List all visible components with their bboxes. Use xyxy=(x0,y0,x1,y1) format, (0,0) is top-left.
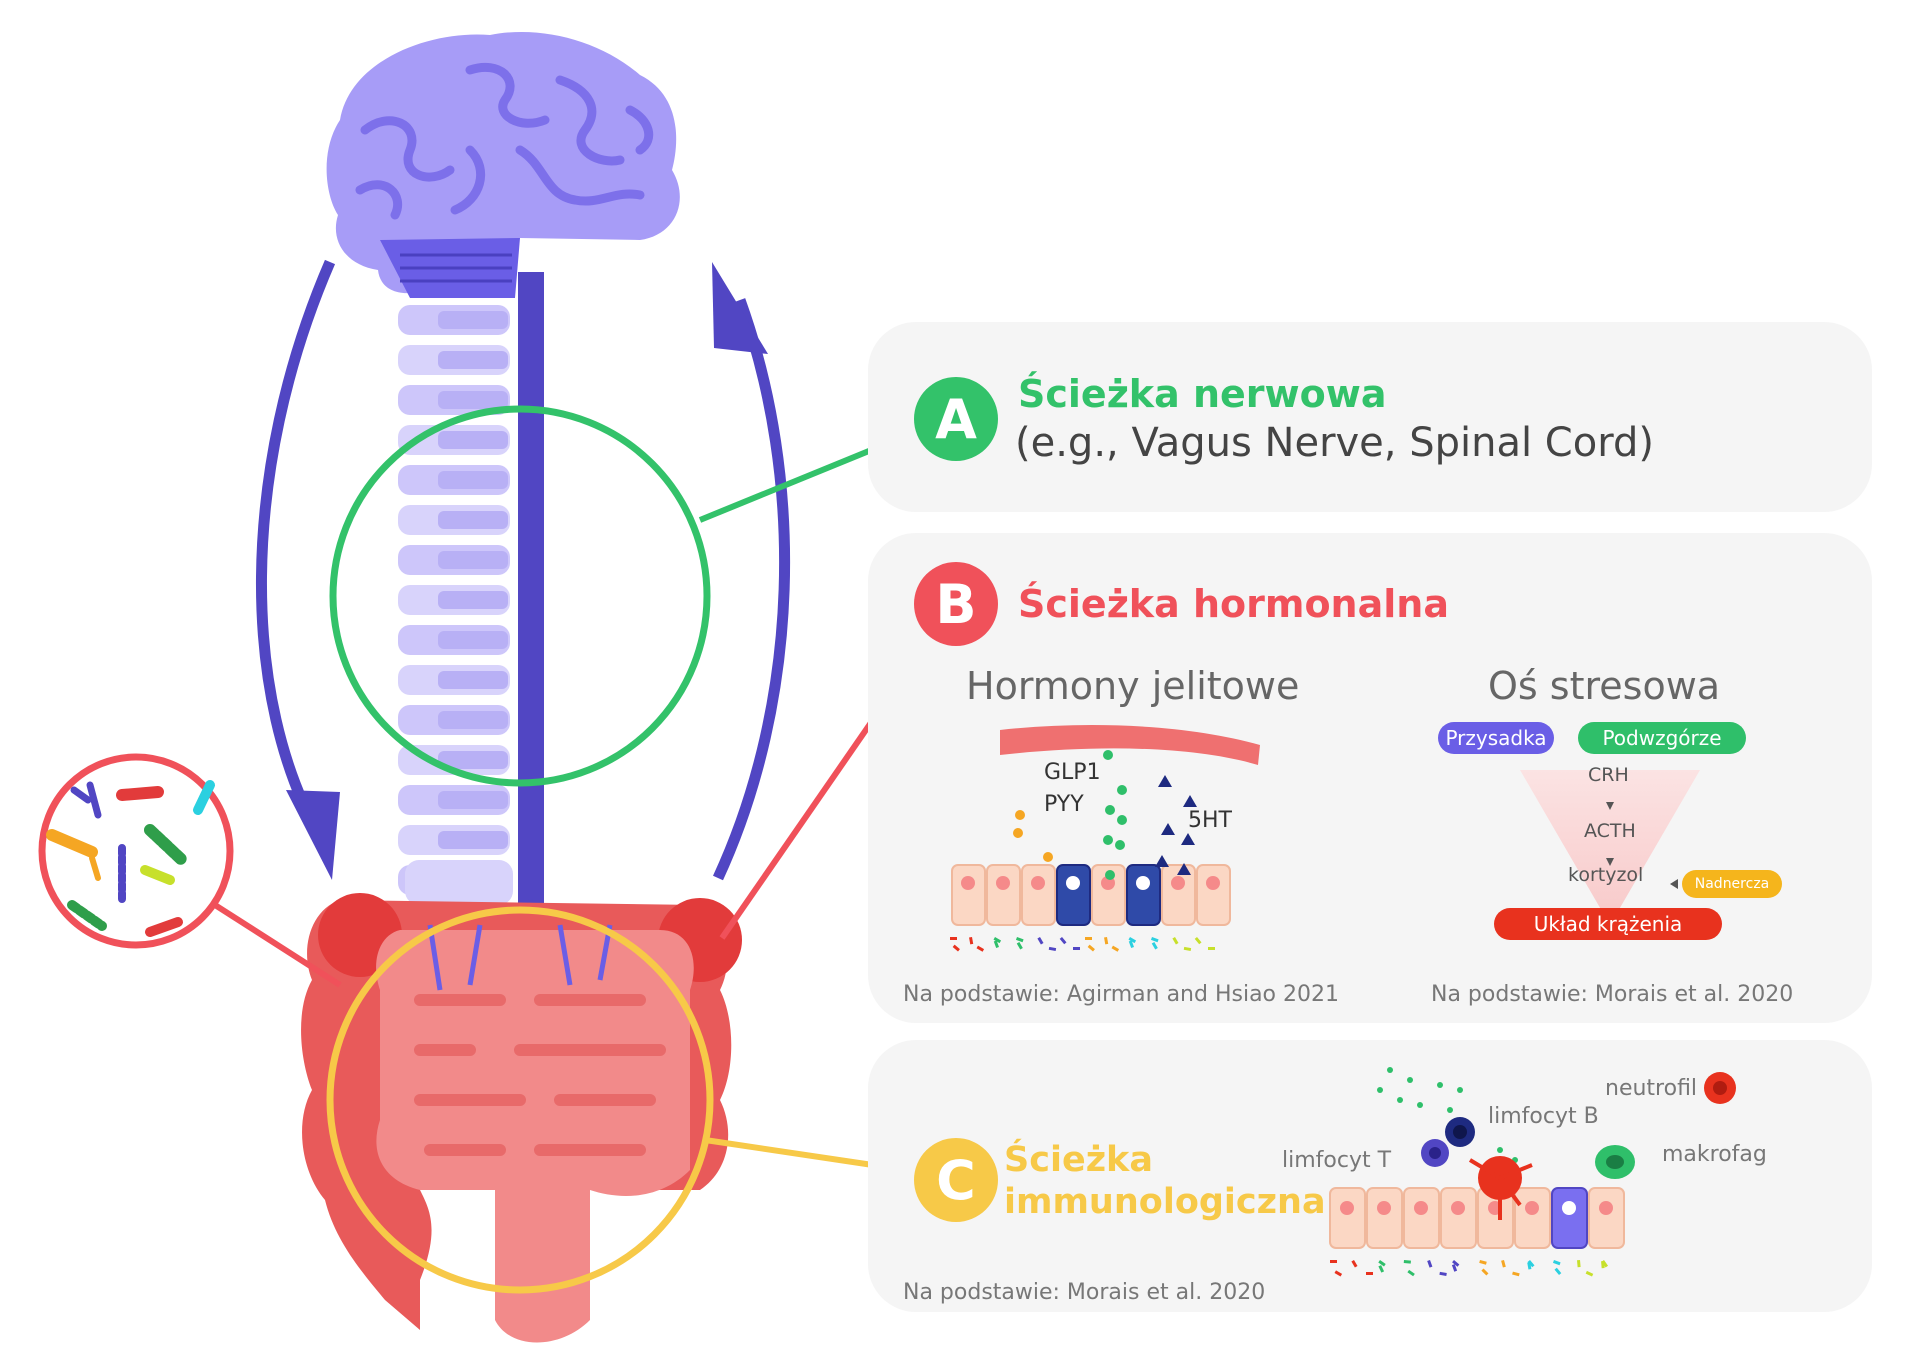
immune-pathway-title-line1: Ścieżka xyxy=(1004,1140,1153,1180)
microbiome-circle xyxy=(38,753,234,949)
immune-cells-illustration xyxy=(1329,1067,1736,1277)
hormone-label-pyy: PYY xyxy=(1044,792,1084,817)
gut-hormones-source: Na podstawie: Agirman and Hsiao 2021 xyxy=(903,982,1339,1007)
stress-axis-funnel xyxy=(1520,770,1700,925)
connector-microbiome xyxy=(213,902,342,988)
macrophage-label: makrofag xyxy=(1662,1142,1767,1167)
stress-step-cortisol: kortyzol xyxy=(1568,864,1644,886)
hormone-label-5ht: 5HT xyxy=(1188,808,1232,833)
pituitary-label: Przysadka xyxy=(1438,722,1554,754)
adrenal-label: Nadnercza xyxy=(1682,870,1782,898)
stress-axis-heading: Oś stresowa xyxy=(1488,664,1721,708)
panel-hormonal-pathway xyxy=(868,533,1872,1023)
panel-nervous-pathway xyxy=(868,322,1872,512)
badge-a: A xyxy=(914,377,998,461)
brain-to-gut-arrow xyxy=(255,259,340,880)
brain xyxy=(326,31,680,298)
t-cell-label: limfocyt T xyxy=(1282,1148,1392,1173)
intestines xyxy=(301,893,742,1343)
neutrophil-label: neutrofil xyxy=(1605,1076,1698,1101)
immune-pathway-source: Na podstawie: Morais et al. 2020 xyxy=(903,1280,1266,1305)
spine xyxy=(398,272,631,967)
nervous-highlight-circle xyxy=(329,405,711,787)
stress-step-crh: CRH xyxy=(1588,764,1629,786)
badge-b: B xyxy=(914,562,998,646)
badge-c: C xyxy=(914,1138,998,1222)
stress-axis-source: Na podstawie: Morais et al. 2020 xyxy=(1431,982,1794,1007)
hormonal-pathway-title: Ścieżka hormonalna xyxy=(1018,582,1449,626)
gut-hormones-heading: Hormony jelitowe xyxy=(966,664,1300,708)
hormone-label-glp1: GLP1 xyxy=(1044,760,1101,785)
nervous-pathway-title: Ścieżka nerwowa xyxy=(1018,372,1387,416)
gut-hormones-illustration xyxy=(950,725,1260,952)
circulation-label: Układ krążenia xyxy=(1494,908,1722,940)
nervous-pathway-subtitle: (e.g., Vagus Nerve, Spinal Cord) xyxy=(1015,420,1654,466)
b-cell-label: limfocyt B xyxy=(1488,1104,1599,1129)
hypothalamus-label: Podwzgórze xyxy=(1578,722,1746,754)
stress-step-acth: ACTH xyxy=(1584,820,1636,842)
gut-to-brain-arrow xyxy=(712,262,791,881)
immune-pathway-title-line2: immunologiczna xyxy=(1004,1182,1326,1222)
gut-highlight-circle xyxy=(326,906,714,1294)
